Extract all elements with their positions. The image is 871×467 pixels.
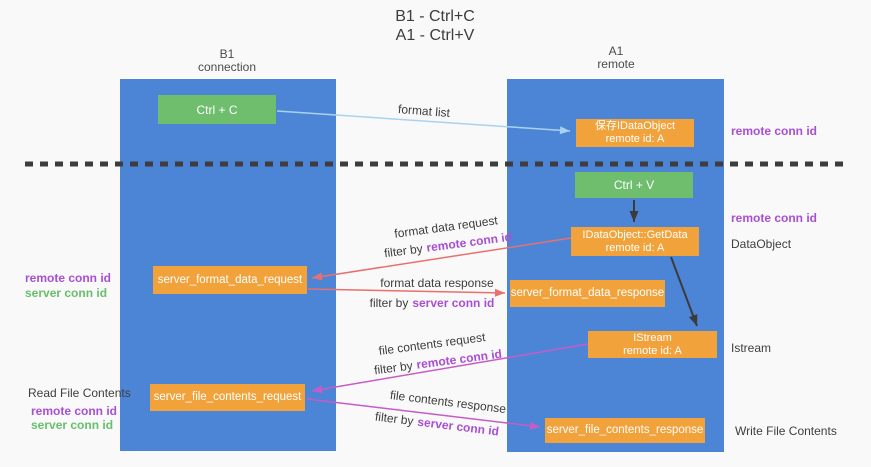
right-remote-conn-id-top: remote conn id (731, 124, 818, 138)
title-line-1: B1 - Ctrl+C (395, 8, 475, 25)
server-format-data-response-label: server_format_data_response (510, 287, 665, 299)
istream-side-label: Istream (731, 341, 772, 355)
ctrl-v-node: Ctrl + V (575, 172, 693, 198)
title-line-2: A1 - Ctrl+V (395, 27, 475, 44)
left-remote-conn-id-top: remote conn id (25, 271, 112, 285)
read-file-contents-label: Read File Contents (28, 386, 131, 400)
file-contents-response-label: file contents response (389, 387, 507, 417)
ctrl-v-label: Ctrl + V (613, 178, 655, 192)
getdata-node: IDataObject::GetData remote id: A (571, 227, 699, 256)
server-file-contents-response-label: server_file_contents_response (546, 424, 704, 436)
a1-column-role: remote (597, 57, 635, 71)
server-file-contents-request-node: server_file_contents_request (150, 384, 305, 411)
istream-node: IStream remote id: A (588, 331, 717, 358)
b1-column-header: B1 connection (157, 48, 297, 74)
left-server-conn-id-bottom: server conn id (31, 418, 114, 432)
right-remote-conn-id-mid: remote conn id (731, 211, 818, 225)
server-file-contents-request-label: server_file_contents_request (153, 391, 302, 403)
b1-column-name: B1 (219, 47, 235, 61)
format-list-label: format list (397, 101, 451, 121)
dataobject-label: DataObject (731, 237, 792, 251)
getdata-line1: IDataObject::GetData (582, 228, 688, 241)
istream-line2: remote id: A (623, 344, 682, 357)
server-format-data-request-label: server_format_data_request (157, 273, 303, 286)
format-data-response-label: format data response (380, 276, 494, 290)
a1-column-name: A1 (608, 44, 624, 58)
save-dataobject-node: 保存IDataObject remote id: A (576, 119, 694, 147)
a1-column-header: A1 remote (546, 45, 686, 71)
write-file-contents-label: Write File Contents (735, 424, 837, 438)
ctrl-c-label: Ctrl + C (196, 102, 238, 117)
server-conn-id-accent-2: server conn id (416, 414, 500, 439)
istream-line1: IStream (633, 331, 672, 344)
save-dataobject-line2: remote id: A (605, 133, 665, 145)
left-remote-conn-id-bottom: remote conn id (31, 404, 118, 418)
server-format-data-request-node: server_format_data_request (153, 266, 307, 294)
ctrl-c-node: Ctrl + C (158, 95, 276, 124)
save-dataobject-line1: 保存IDataObject (594, 120, 676, 132)
getdata-line2: remote id: A (605, 241, 665, 254)
server-format-data-response-node: server_format_data_response (510, 280, 665, 307)
left-server-conn-id-top: server conn id (25, 286, 108, 300)
diagram-title: B1 - Ctrl+C A1 - Ctrl+V (310, 7, 560, 45)
server-conn-id-accent: server conn id (412, 296, 495, 310)
b1-column-role: connection (197, 60, 257, 74)
server-file-contents-response-node: server_file_contents_response (545, 418, 705, 443)
